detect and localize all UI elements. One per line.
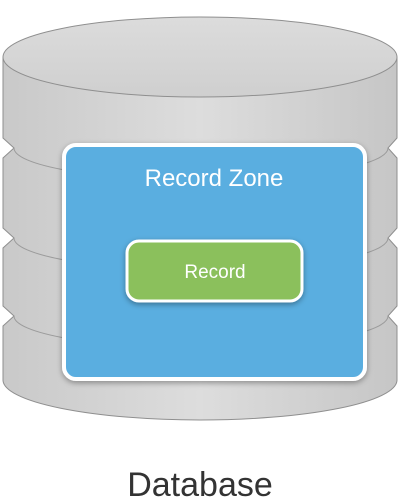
record (125, 239, 304, 303)
database-label: Database (127, 466, 273, 499)
record-zone-title: Record Zone (145, 165, 284, 192)
record-box (125, 239, 304, 303)
record-label: Record (184, 262, 245, 283)
database-top (2, 16, 398, 98)
